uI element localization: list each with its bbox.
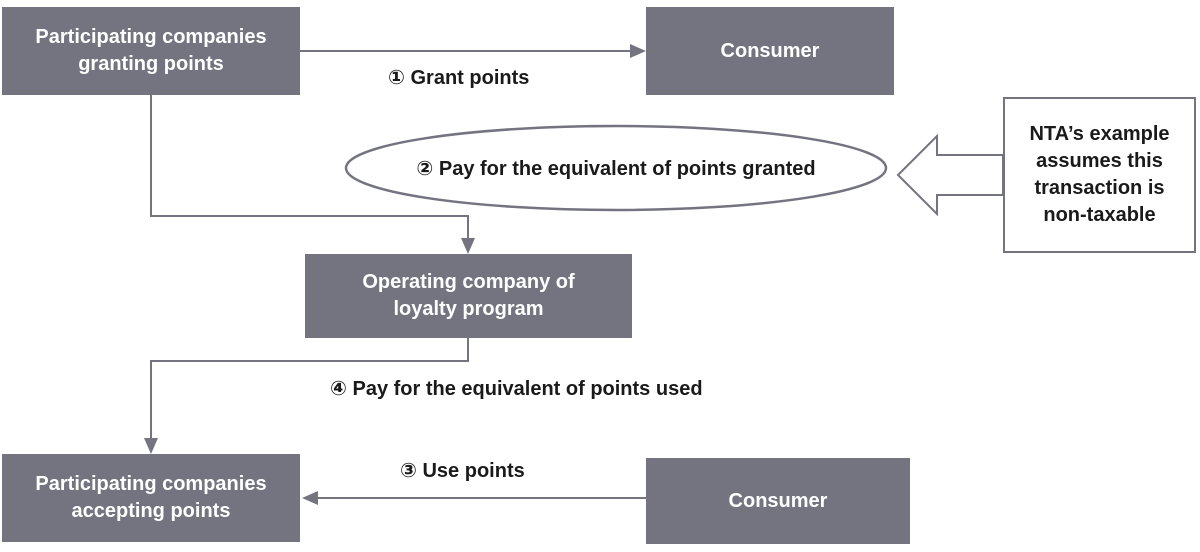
consumer-top-box: Consumer bbox=[646, 7, 894, 95]
transaction-ellipse bbox=[344, 124, 888, 212]
callout-arrow bbox=[896, 133, 1004, 217]
consumer-bottom-box: Consumer bbox=[646, 458, 910, 544]
use-points-label: ③ Use points bbox=[400, 460, 525, 482]
pay-used-arrowhead bbox=[144, 438, 158, 454]
participating-companies-accepting-box: Participating companies accepting points bbox=[2, 454, 300, 542]
pay-used-connector bbox=[150, 338, 469, 440]
grant-points-label: ① Grant points bbox=[388, 67, 530, 89]
grant-arrowhead bbox=[630, 44, 646, 58]
use-arrowhead bbox=[302, 491, 318, 505]
nta-example-callout: NTA’s example assumes this transaction i… bbox=[1003, 97, 1196, 253]
pay-granted-label: ② Pay for the equivalent of points grant… bbox=[416, 157, 816, 180]
pay-granted-arrowhead bbox=[461, 238, 475, 254]
participating-companies-granting-box: Participating companies granting points bbox=[2, 7, 300, 95]
pay-used-label: ④ Pay for the equivalent of points used bbox=[330, 378, 703, 400]
operating-company-box: Operating company of loyalty program bbox=[305, 254, 632, 338]
pay-granted-connector bbox=[150, 95, 469, 240]
